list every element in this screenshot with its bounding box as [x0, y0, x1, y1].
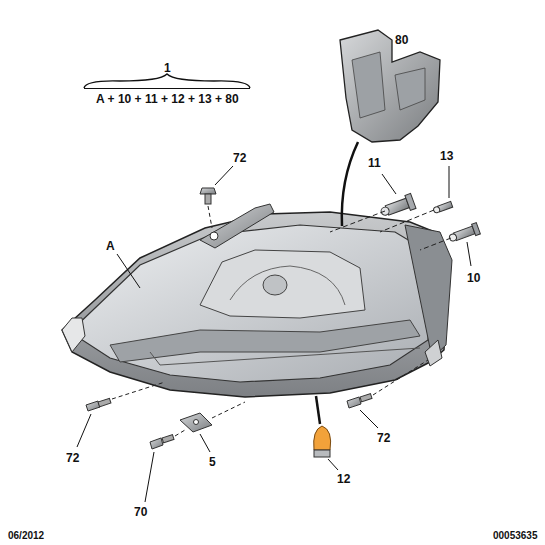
callout-number: 13: [440, 150, 453, 162]
callout-number: 11: [368, 157, 381, 169]
callout-number: 72: [66, 452, 79, 464]
callout-number: 80: [395, 34, 408, 46]
footer-code: 00053635: [493, 531, 538, 541]
callout-number: 1: [164, 62, 171, 74]
callout-number: A: [106, 240, 115, 252]
callout-number: 10: [467, 272, 480, 284]
callout-number: 12: [337, 473, 350, 485]
callout-number: 5: [209, 456, 216, 468]
callout-number: A + 10 + 11 + 12 + 13 + 80: [96, 93, 239, 105]
callout-number: 72: [233, 152, 246, 164]
callout-number: 70: [134, 506, 147, 518]
callout-number: 72: [377, 432, 390, 444]
footer-code: 06/2012: [8, 531, 44, 541]
